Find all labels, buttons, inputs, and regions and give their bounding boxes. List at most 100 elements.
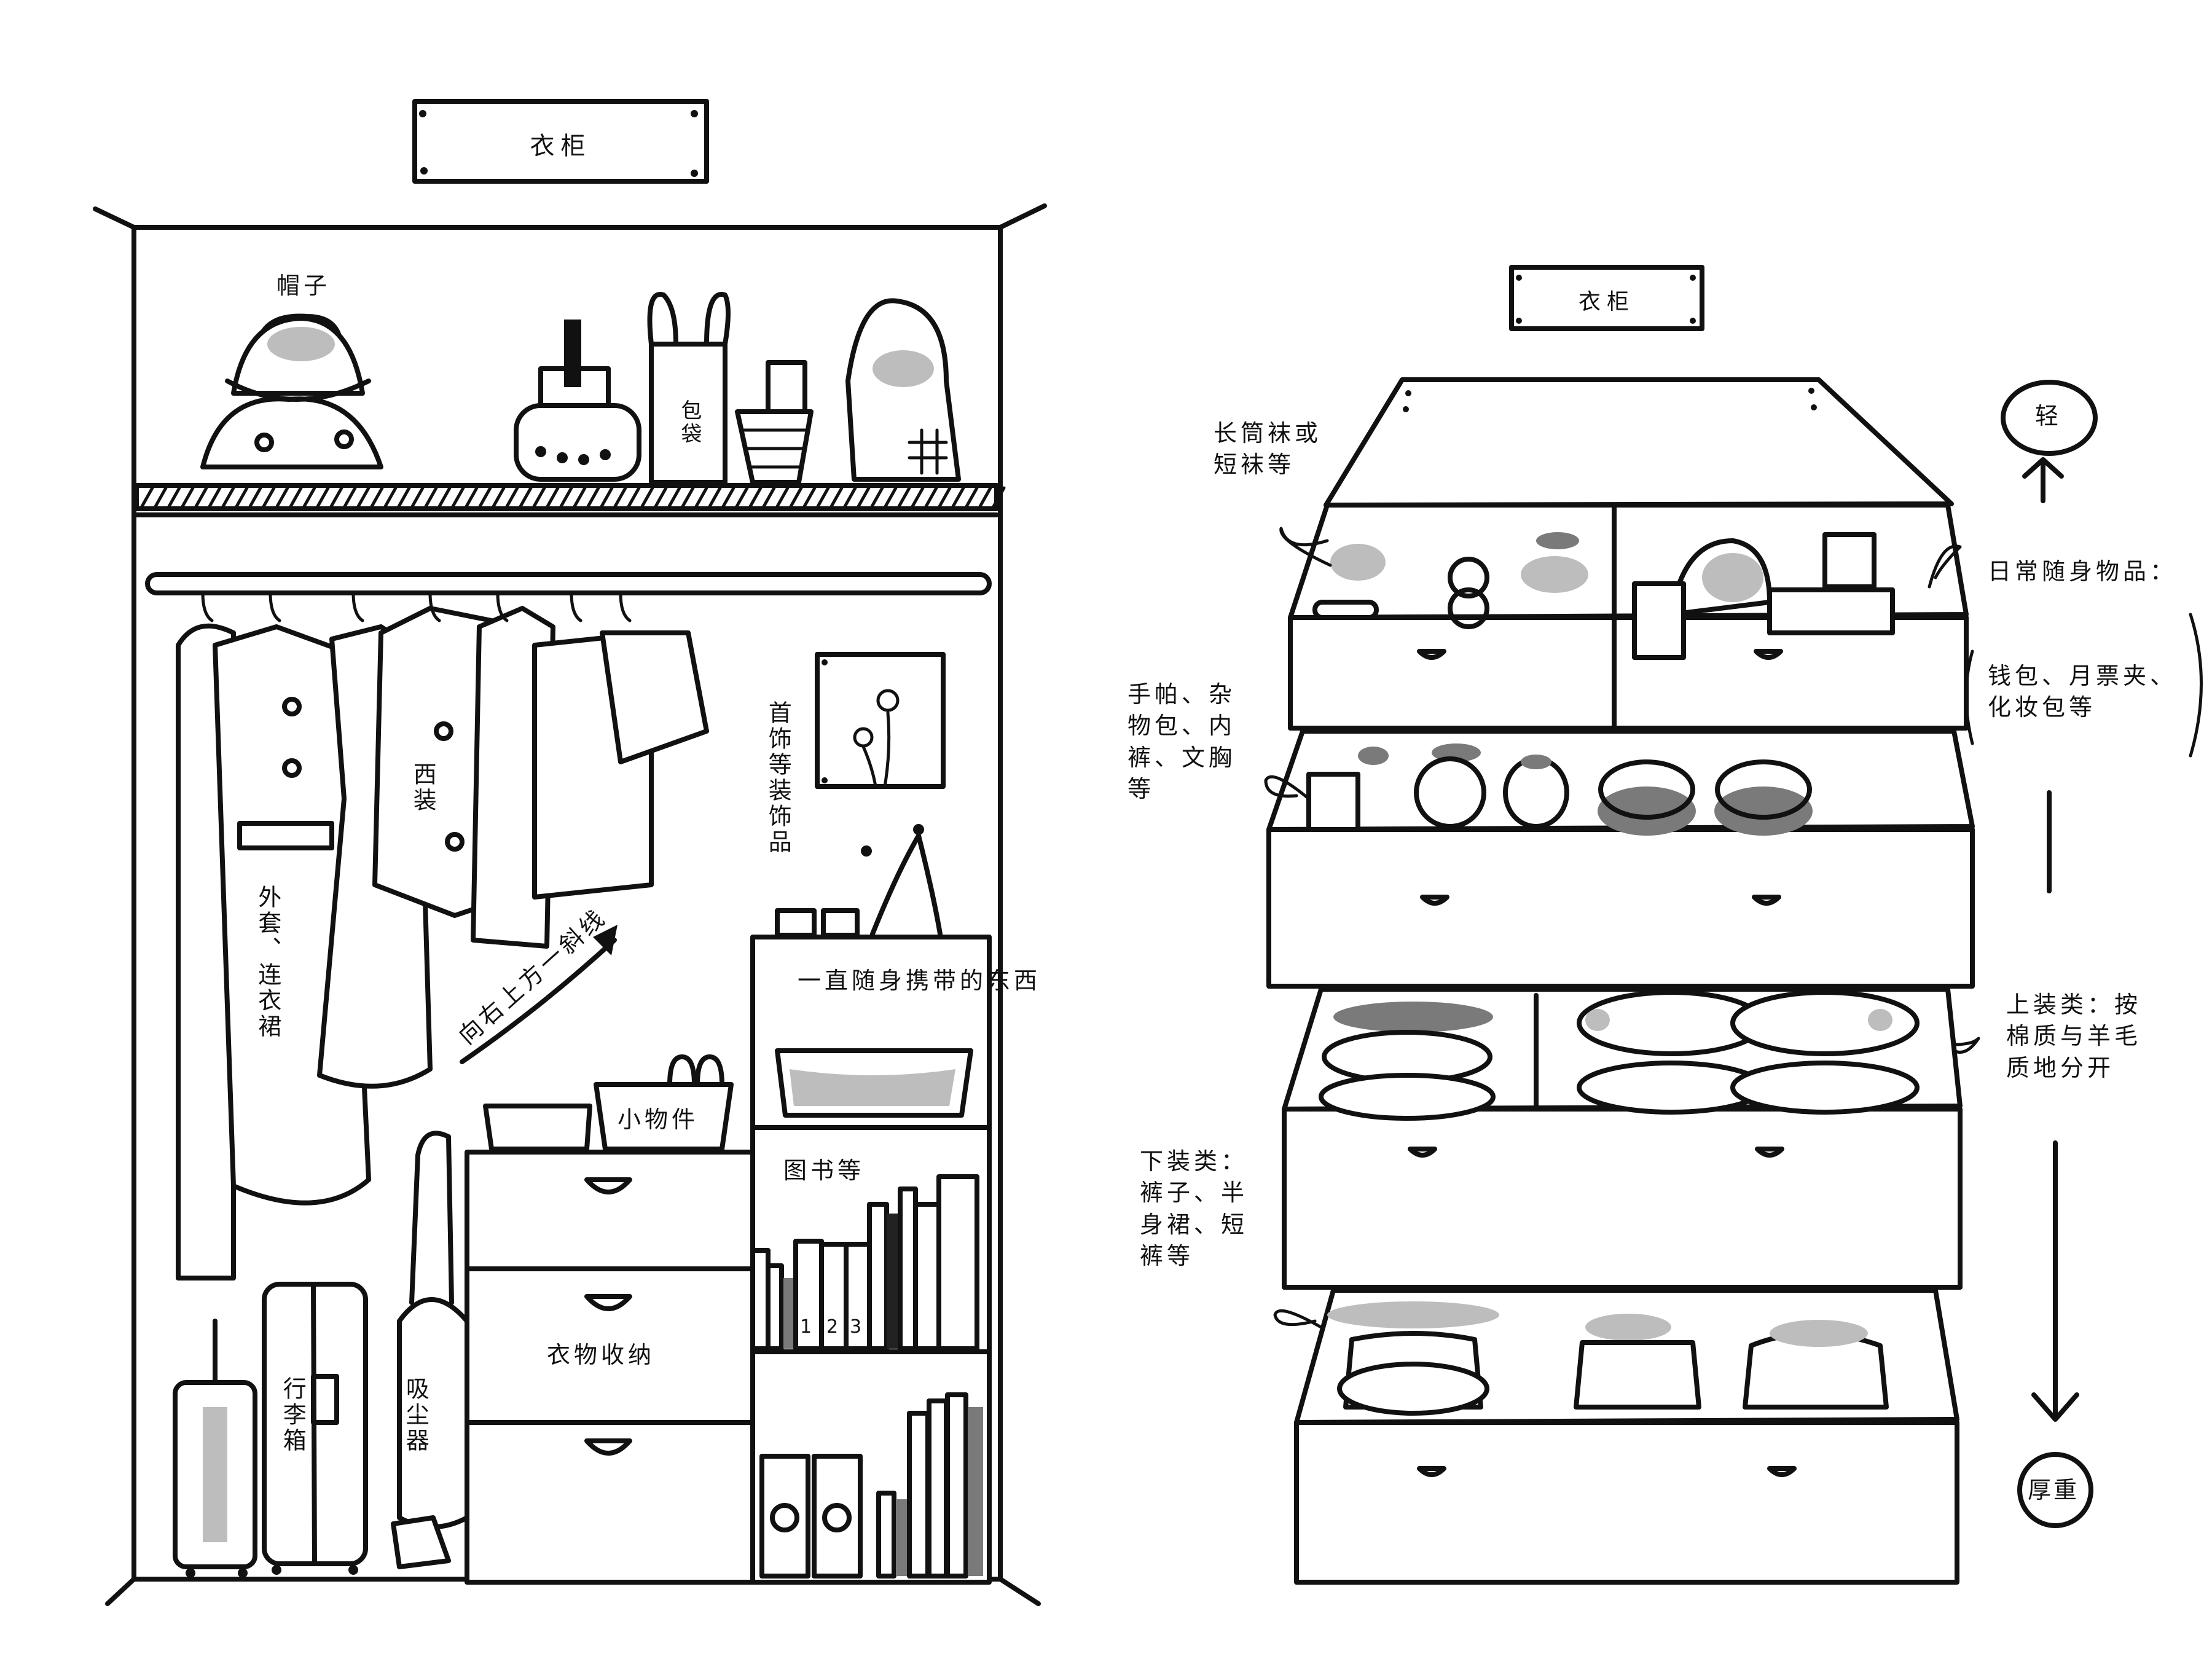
shelf-hatch-line	[680, 486, 695, 509]
shelf-hatch-line	[924, 486, 938, 509]
shelf-hatch-line	[139, 486, 154, 509]
shelf-hatch-line	[383, 486, 398, 509]
book-number-2: 2	[826, 1316, 842, 1338]
shelf-hatch-line	[342, 486, 357, 509]
small-baskets	[483, 1054, 734, 1151]
label-underwear: 手帕、杂 物包、内 裤、文胸 等	[1128, 681, 1236, 802]
shelf-hatch-line	[707, 486, 722, 509]
shelf-hatch-line	[883, 486, 898, 509]
shelf-hatch-line	[288, 486, 303, 509]
shelf-hatch-line	[640, 486, 654, 509]
suitcase-small	[173, 1319, 257, 1578]
label-clothes-storage: 衣物收纳	[547, 1341, 656, 1368]
top-shelf	[134, 483, 1006, 517]
label-socks: 长筒袜或 短袜等	[1214, 420, 1322, 479]
drawer-2[interactable]	[1266, 729, 1975, 989]
label-daily-items-detail: 钱包、月票夹、 化妆包等	[1988, 662, 2178, 721]
book-number-1: 1	[800, 1316, 816, 1338]
books-row	[750, 1174, 979, 1351]
drawer-4[interactable]	[1294, 1288, 1959, 1585]
shelf-hatch-line	[248, 486, 262, 509]
shelf-hatch-line	[748, 486, 763, 509]
drawer-3[interactable]	[1282, 987, 1963, 1290]
shelf-hatch-line	[275, 486, 289, 509]
scale-light-label: 轻	[2035, 402, 2059, 429]
shelf-hatch-line	[626, 486, 641, 509]
jewelry-frame	[815, 652, 946, 789]
jewelry-stand	[775, 824, 943, 938]
shelf-hatch-line	[261, 486, 276, 509]
vacuum-drawing	[391, 1131, 469, 1569]
shelf-hatch-line	[734, 486, 749, 509]
hangers	[201, 591, 632, 622]
shelf-hatch-line	[991, 486, 1006, 509]
shelf-hatch-line	[829, 486, 844, 509]
shelf-hatch-line	[329, 486, 343, 509]
shelf-hatch-line	[613, 486, 627, 509]
leader-lines	[1264, 527, 1980, 1329]
shelf-hatch-line	[504, 486, 519, 509]
shelf-hatch-line	[937, 486, 952, 509]
shelf-hatch-line	[694, 486, 708, 509]
left-title: 衣柜	[530, 132, 592, 160]
light-circle	[2001, 380, 2098, 456]
shelf-hatch-line	[788, 486, 803, 509]
handbag-drawing	[514, 320, 641, 482]
shelf-hatch-line	[775, 486, 790, 509]
shelf-hatch-line	[180, 486, 195, 509]
label-tops: 上装类：按 棉质与羊毛 质地分开	[2006, 991, 2142, 1081]
clothes-dresser	[465, 1150, 755, 1585]
shelf-hatch-line	[464, 486, 479, 509]
shelf-hatch-line	[721, 486, 735, 509]
shelf-hatch-line	[531, 486, 546, 509]
magazine-files	[759, 1392, 983, 1579]
shelf-hatch-line	[396, 486, 411, 509]
shelf-hatch-line	[667, 486, 681, 509]
shelf-hatch-line	[951, 486, 965, 509]
shelf-hatch-line	[559, 486, 573, 509]
label-bags: 包袋	[677, 399, 702, 446]
skirt-drawing	[532, 630, 709, 900]
shelf-hatch-line	[896, 486, 911, 509]
shelf-hatch-line	[599, 486, 614, 509]
right-title: 衣柜	[1578, 289, 1635, 315]
shelf-hatch-line	[964, 486, 979, 509]
shelf-hatch-line	[369, 486, 384, 509]
shelf-hatch-line	[207, 486, 222, 509]
left-title-plaque	[412, 99, 709, 184]
book-number-3: 3	[850, 1316, 866, 1338]
shelf-hatch-line	[194, 486, 208, 509]
drawer-1[interactable]	[1288, 503, 1969, 731]
label-hats: 帽子	[276, 272, 331, 299]
shelf-hatch-line	[410, 486, 425, 509]
shelf-hatch-line	[477, 486, 492, 509]
shelf-hatch-line	[653, 486, 668, 509]
shelf-hatch-line	[545, 486, 560, 509]
weight-scale	[1964, 380, 2203, 1528]
shelf-hatch-line	[802, 486, 817, 509]
shelf-hatch-line	[572, 486, 587, 509]
label-books: 图书等	[783, 1157, 865, 1184]
shelf-hatch-line	[978, 486, 992, 509]
shelf-hatch-line	[437, 486, 452, 509]
hanging-rail	[145, 572, 992, 595]
suitcase-large	[262, 1282, 368, 1575]
label-coats-dresses: 外套、连衣裙	[254, 885, 281, 1040]
label-vacuum: 吸尘器	[402, 1376, 429, 1454]
arrow-down	[2031, 1140, 2079, 1422]
shelf-hatch-line	[491, 486, 506, 509]
shelf-hatch-line	[423, 486, 438, 509]
hat-drawing	[200, 313, 383, 469]
shelf-hatch-line	[302, 486, 316, 509]
shelf-hatch-line	[234, 486, 249, 509]
label-suits: 西装	[409, 762, 437, 814]
arrow-up	[2022, 457, 2064, 503]
diagonal-arrow-head	[593, 925, 618, 955]
shelf-hatch-line	[153, 486, 168, 509]
shelf-hatch-line	[869, 486, 884, 509]
heavy-circle	[2017, 1452, 2093, 1528]
right-drawer-diagram	[1264, 265, 2203, 1585]
label-luggage: 行李箱	[279, 1376, 307, 1454]
shelf-hatch-line	[910, 486, 925, 509]
